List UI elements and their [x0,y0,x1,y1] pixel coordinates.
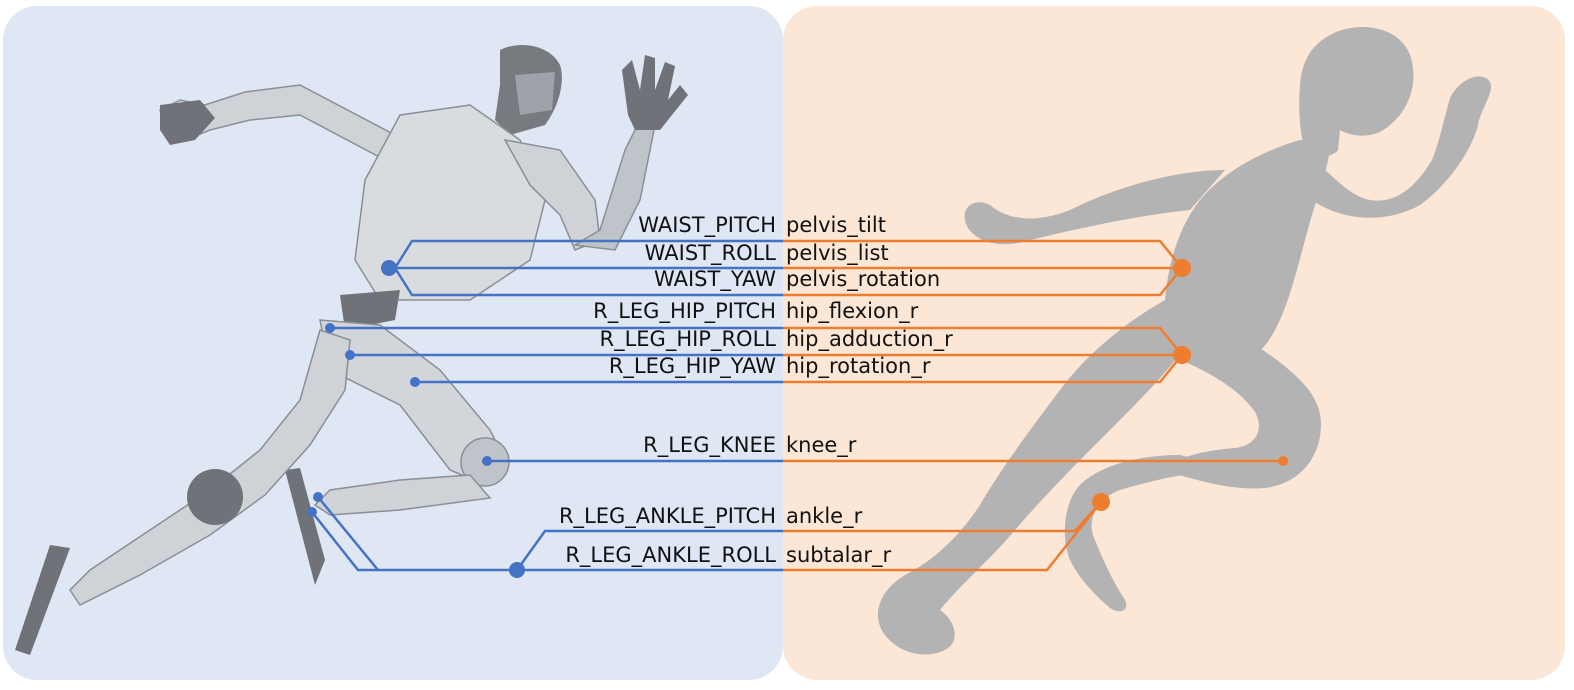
hip-pitch-joint-marker-robot [325,323,335,333]
waist-joint-marker-robot [381,260,397,276]
robot-joint-label: R_LEG_ANKLE_ROLL [565,543,776,567]
human-joint-label: pelvis_list [786,241,889,265]
ankle-junction-marker-robot [509,562,525,578]
robot-link-lines [311,239,783,572]
robot-joint-label: R_LEG_HIP_ROLL [599,327,776,351]
human-silhouette-running-icon [877,27,1492,655]
humanoid-robot-running-icon [15,45,688,655]
robot-joint-label: R_LEG_ANKLE_PITCH [558,504,776,528]
human-joint-label: hip_rotation_r [786,354,931,378]
ankle-pitch-joint-marker-robot [313,492,323,502]
knee-joint-marker-robot [482,456,492,466]
hip-yaw-joint-marker-robot [410,377,420,387]
human-joint-label: pelvis_tilt [786,213,886,237]
hip-roll-joint-marker-robot [345,350,355,360]
human-joint-label: hip_flexion_r [786,299,919,323]
human-joint-label: ankle_r [786,504,863,528]
human-link-lines [783,239,1283,572]
robot-joint-label: R_LEG_KNEE [643,433,776,457]
robot-joint-label: R_LEG_HIP_PITCH [593,299,776,323]
knee-joint-marker-human [1278,456,1288,466]
ankle-roll-joint-marker-robot [307,507,317,517]
robot-joint-label: WAIST_PITCH [638,213,776,237]
human-joint-label: hip_adduction_r [786,327,953,351]
robot-joint-label: R_LEG_HIP_YAW [608,354,776,378]
human-joint-label: subtalar_r [786,543,892,567]
pelvis-joint-marker-human [1173,259,1191,277]
hip-joint-marker-human [1173,346,1191,364]
robot-joint-label: WAIST_YAW [653,267,776,291]
human-joint-label: pelvis_rotation [786,267,941,291]
human-joint-label: knee_r [786,433,857,457]
ankle-joint-marker-human [1092,493,1110,511]
robot-joint-label: WAIST_ROLL [644,241,776,265]
